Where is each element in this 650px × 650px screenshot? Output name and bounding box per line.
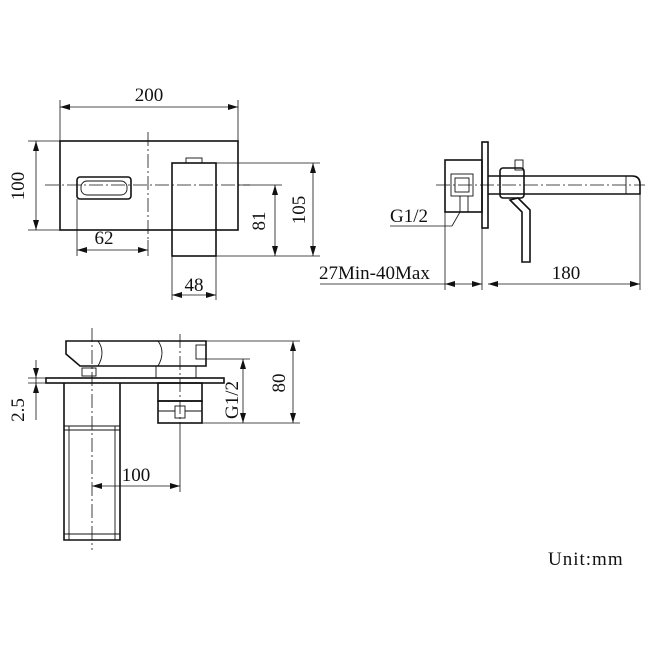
top-handle-stem — [81, 367, 97, 377]
dim-arrow — [290, 341, 296, 351]
dim-label-100-top: 100 — [122, 465, 151, 486]
dim-arrow — [290, 413, 296, 423]
side-handle-lever — [508, 197, 531, 263]
dim-arrow — [310, 163, 316, 173]
dim-arrow — [33, 383, 39, 393]
dim-label-100: 100 — [8, 172, 29, 201]
dim-arrow — [33, 141, 39, 151]
top-handle — [65, 340, 207, 367]
dim-label-200: 200 — [135, 85, 164, 106]
front-wall-plate — [59, 140, 239, 231]
dim-label-105: 105 — [289, 196, 310, 225]
dim-arrow — [77, 247, 87, 253]
dim-arrow — [240, 413, 246, 423]
dim-arrow — [228, 104, 238, 110]
side-handle-body — [499, 167, 525, 199]
dim-label-62: 62 — [95, 228, 114, 249]
top-handle-contour — [157, 340, 163, 367]
dim-arrow — [33, 368, 39, 378]
side-valve-inlet — [450, 173, 474, 197]
dim-label-48: 48 — [185, 275, 204, 296]
dim-label-180: 180 — [552, 263, 581, 284]
dim-arrow — [630, 281, 640, 287]
side-view: G1/2 27Min-40Max 180 — [319, 141, 645, 290]
top-handle-contour — [97, 340, 103, 367]
dim-arrow — [272, 185, 278, 195]
side-handle-cap — [514, 159, 524, 171]
dim-arrow — [92, 483, 102, 489]
side-spout — [488, 175, 641, 195]
dim-arrow — [170, 483, 180, 489]
side-valve-box — [444, 159, 483, 213]
dim-arrow — [272, 246, 278, 256]
unit-label: Unit:mm — [548, 549, 624, 570]
dim-arrow — [172, 292, 182, 298]
dim-arrow — [138, 247, 148, 253]
dim-label-top-thread: G1/2 — [222, 381, 243, 419]
front-spout-slot — [80, 180, 128, 196]
dim-arrow — [310, 246, 316, 256]
front-view: 200 100 62 48 81 105 — [8, 85, 320, 300]
dim-label-81: 81 — [249, 212, 270, 231]
front-handle-body — [171, 162, 217, 257]
top-view: 2.5 100 G1/2 80 — [8, 328, 300, 550]
top-handle-cap — [195, 344, 207, 360]
dim-label-side-thread: G1/2 — [390, 206, 428, 227]
front-handle-lever — [185, 157, 203, 164]
dim-label-2-5: 2.5 — [8, 398, 29, 422]
dim-arrow — [488, 281, 498, 287]
top-wall-plate — [45, 377, 225, 384]
dim-arrow — [240, 359, 246, 369]
dim-arrow — [60, 104, 70, 110]
dim-arrow — [206, 292, 216, 298]
front-spout-outlet — [76, 176, 132, 200]
dim-arrow — [472, 281, 482, 287]
dim-label-80: 80 — [269, 374, 290, 393]
dim-arrow — [445, 281, 455, 287]
top-handle-base — [155, 365, 197, 379]
dim-arrow — [33, 220, 39, 230]
leader-line — [451, 211, 461, 227]
dim-label-wall-depth: 27Min-40Max — [319, 263, 430, 284]
